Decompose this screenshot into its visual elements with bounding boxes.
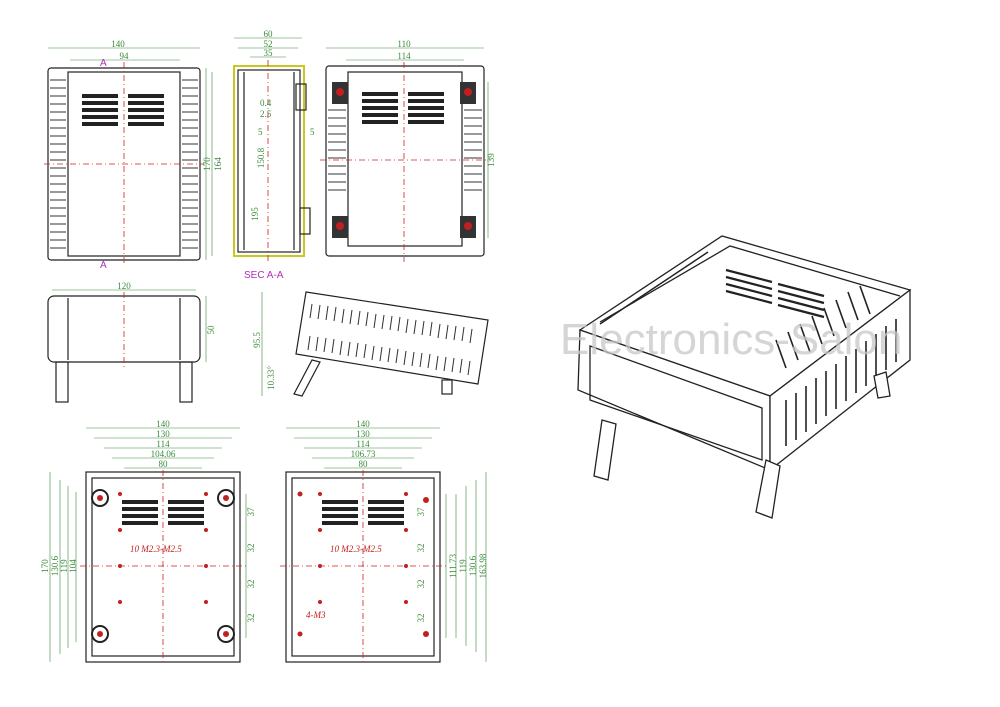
back-width-outer: 110: [397, 39, 411, 49]
section-dim-0-4: 0.4: [260, 98, 272, 108]
bottom-view-left: 140 130 114 104.06 80 10 M2.3-M2.5: [40, 419, 256, 664]
br-pitch-0: 37: [416, 507, 426, 517]
watermark: Electronics-Salon: [560, 315, 902, 364]
back-view: 110 114 139: [320, 39, 496, 262]
bl-width-4: 80: [159, 459, 169, 469]
tilted-dim-a: 95.5: [252, 332, 262, 348]
isometric-view: [577, 235, 912, 519]
bl-height-3: 104: [68, 559, 78, 573]
br-height-3: 163.98: [478, 553, 488, 578]
br-height-1: 119: [458, 559, 468, 573]
br-hole-note: 10 M2.3-M2.5: [330, 544, 382, 554]
front-width-outer: 140: [111, 39, 125, 49]
br-width-4: 80: [359, 459, 369, 469]
end-view: 120 50: [47, 281, 216, 403]
br-pitch-1: 32: [416, 544, 426, 553]
br-height-2: 130.6: [468, 555, 478, 576]
br-pitch-2: 32: [416, 580, 426, 589]
bl-pitch-2: 32: [246, 580, 256, 589]
br-width-3: 106.73: [351, 449, 376, 459]
end-width: 120: [117, 281, 131, 291]
br-height-0: 111.73: [448, 553, 458, 578]
section-dim-35: 35: [264, 48, 274, 58]
bl-pitch-0: 37: [246, 507, 256, 517]
section-mark-top: A: [100, 58, 107, 69]
section-mark-bottom: A: [100, 260, 107, 271]
section-dim-60: 60: [264, 29, 274, 39]
front-width-inner: 94: [120, 51, 130, 61]
bl-width-2: 114: [156, 439, 170, 449]
section-dim-2-5: 2.5: [260, 109, 272, 119]
end-height: 50: [206, 325, 216, 335]
front-height-outer: 170: [202, 157, 212, 171]
bl-height-0: 170: [40, 559, 50, 573]
section-dim-52: 52: [264, 39, 273, 49]
section-dim-5b: 5: [310, 127, 315, 137]
tilted-dim-b: 10.33°: [266, 366, 276, 390]
section-label: SEC A-A: [244, 270, 284, 281]
bl-height-1: 130.6: [50, 555, 60, 576]
br-hole-note-2: 4-M3: [306, 610, 326, 620]
section-dim-5a: 5: [258, 127, 263, 137]
br-width-0: 140: [356, 419, 370, 429]
back-width-inner: 114: [397, 51, 411, 61]
back-height: 139: [486, 153, 496, 167]
bl-height-2: 119: [59, 559, 69, 573]
bl-feet: [91, 489, 235, 643]
front-view: 140 94 A A: [44, 39, 223, 271]
br-width-2: 114: [356, 439, 370, 449]
section-dim-195: 195: [250, 207, 260, 221]
section-dim-150: 150.8: [256, 147, 266, 168]
back-mount-bosses: [332, 82, 476, 238]
tilted-view: 95.5 10.33°: [252, 291, 489, 397]
front-height-inner: 164: [213, 157, 223, 171]
bl-pitch-1: 32: [246, 544, 256, 553]
br-width-1: 130: [356, 429, 370, 439]
bl-width-1: 130: [156, 429, 170, 439]
bl-width-0: 140: [156, 419, 170, 429]
bottom-view-right: 140 130 114 106.73 80 10 M2.3-M2.5 4-M3 …: [280, 419, 488, 664]
bl-width-3: 104.06: [151, 449, 176, 459]
br-pitch-3: 32: [416, 614, 426, 623]
section-view: 60 52 35 0.4 2.5 5 5 150.8 195 SEC A-A: [233, 29, 315, 281]
bl-pitch-3: 32: [246, 614, 256, 623]
bl-hole-note: 10 M2.3-M2.5: [130, 544, 182, 554]
